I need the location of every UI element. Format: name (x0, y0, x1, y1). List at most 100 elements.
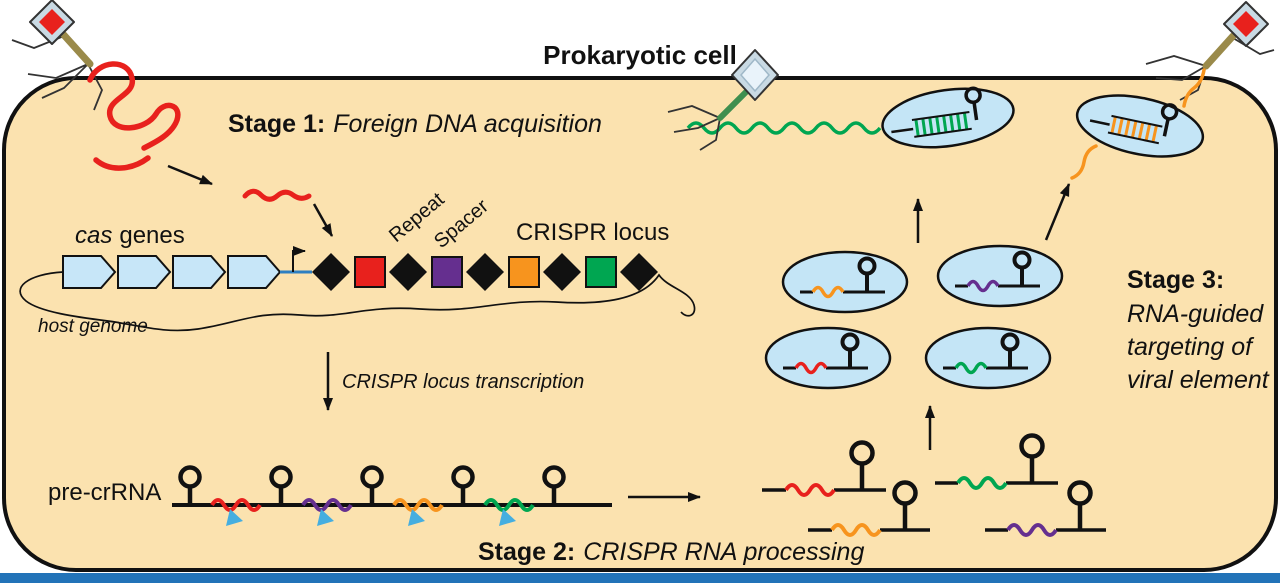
repeat-diamond-1 (312, 253, 350, 291)
cas-gene-arrows (62, 255, 282, 289)
spacer-red-square (354, 256, 386, 288)
hairpin-loop (1000, 332, 1020, 352)
cas-gene-arrow-4 (227, 255, 282, 289)
crrna-unit-purple (985, 480, 1106, 537)
protospacer-fragment (242, 188, 312, 202)
cleavage-site-arrowhead (408, 509, 425, 526)
effector-complex-green (924, 326, 1052, 390)
hairpin-loop (892, 480, 918, 506)
stage3-line-2: targeting of (1127, 333, 1255, 361)
spacer-rna-orange (392, 498, 444, 512)
cas-protein-oval (924, 326, 1052, 390)
pre-crrna-label: pre-crRNA (48, 479, 161, 506)
spacer-purple-square (431, 256, 463, 288)
phage-tail (717, 89, 749, 121)
phage-tail (1202, 32, 1237, 70)
rna-dna-duplex-rungs (914, 112, 969, 137)
phage-top-middle (667, 49, 779, 151)
spacer-green-square (585, 256, 617, 288)
crispr-locus-label: CRISPR locus (516, 219, 669, 246)
cas-gene-arrow-2 (117, 255, 172, 289)
rna-dna-duplex-rungs (1110, 116, 1158, 143)
viral-dna-orange-upper (1182, 68, 1206, 108)
phage-legs (11, 35, 103, 111)
crrna-spacer-orange (811, 285, 845, 299)
targeting-arrow-2 (1044, 183, 1071, 241)
cleavage-site-arrowhead (226, 509, 243, 526)
effector-complex-purple (936, 244, 1064, 308)
stage3-line-3: viral element (1127, 366, 1270, 394)
stage3-line-1: RNA-guided (1127, 300, 1264, 328)
viral-dna-orange-lower (1070, 144, 1098, 180)
phage-dna-capsid (39, 9, 65, 35)
crrna-spacer-orange (830, 523, 882, 537)
phage-top-left (11, 0, 103, 111)
rna-dna-duplex-rails (1107, 114, 1163, 145)
stage1-label: Stage 1:Foreign DNA acquisition (228, 110, 602, 138)
cas-protein-oval (764, 326, 892, 390)
crispr-locus-array (312, 253, 658, 291)
hairpin-stem (972, 101, 979, 121)
rna-dna-duplex-rails (911, 110, 972, 138)
cleavage-site-arrowhead (317, 509, 334, 526)
hairpin-loop (451, 465, 475, 489)
crrna-unit-red (762, 440, 886, 497)
effector-complex-red (764, 326, 892, 390)
repeat-diamond-5 (620, 253, 658, 291)
hairpin-loop (269, 465, 293, 489)
hairpin-stem (1162, 118, 1170, 137)
foreign-dna-fragment (93, 155, 151, 171)
repeat-diamond-2 (389, 253, 427, 291)
crrna-spacer-red (784, 483, 836, 497)
cas-protein-oval (881, 87, 1015, 149)
repeat-diamond-3 (466, 253, 504, 291)
bottom-bar (0, 573, 1280, 583)
cas-protein-oval (781, 250, 909, 314)
hairpin-loop (1012, 250, 1032, 270)
crrna-backbone (891, 127, 914, 134)
transcription-label: CRISPR locus transcription (342, 371, 584, 393)
crrna-spacer-purple (1006, 523, 1058, 537)
acquisition-arrow-2 (312, 203, 334, 237)
spacer-orange-square (508, 256, 540, 288)
pre-crrna-transcript (172, 465, 612, 526)
viral-dna-green (686, 121, 882, 135)
cas-gene-arrow-1 (62, 255, 117, 289)
hairpin-loop (178, 465, 202, 489)
diagram-title: Prokaryotic cell (543, 40, 737, 70)
crrna-spacer-green (954, 361, 988, 375)
hairpin-loop (1067, 480, 1093, 506)
spacer-rna-purple (301, 498, 353, 512)
hairpin-loop (857, 256, 877, 276)
crrna-unit-orange (808, 480, 930, 537)
prokaryotic-cell-membrane (2, 76, 1278, 572)
hairpin-loop (1019, 433, 1045, 459)
stage3-label: Stage 3: (1127, 266, 1224, 294)
phage-top-right (1145, 1, 1275, 101)
phage-legs (1145, 37, 1275, 101)
hairpin-loop (1160, 103, 1179, 121)
phage-empty-capsid (740, 57, 770, 93)
phage-tail (59, 30, 94, 68)
cleavage-site-arrowhead (499, 509, 516, 526)
foreign-dna-tangle (87, 61, 181, 151)
crrna-spacer-purple (966, 279, 1000, 293)
spacer-rna-green (483, 498, 535, 512)
hairpin-loop (840, 332, 860, 352)
cas-protein-oval (1075, 94, 1205, 158)
stage2-label: Stage 2:CRISPR RNA processing (478, 538, 864, 566)
crrna-unit-green (935, 433, 1058, 490)
bound-complex-green (881, 86, 1015, 149)
spacer-rna-red (210, 498, 262, 512)
phage-legs (667, 105, 721, 151)
hairpin-loop (964, 86, 982, 105)
promoter-arrow (292, 246, 306, 272)
acquisition-arrow-1 (167, 164, 213, 186)
hairpin-loop (849, 440, 875, 466)
hairpin-loop (542, 465, 566, 489)
hairpin-loop (360, 465, 384, 489)
host-genome-label: host genome (38, 316, 148, 337)
cas-protein-oval (936, 244, 1064, 308)
